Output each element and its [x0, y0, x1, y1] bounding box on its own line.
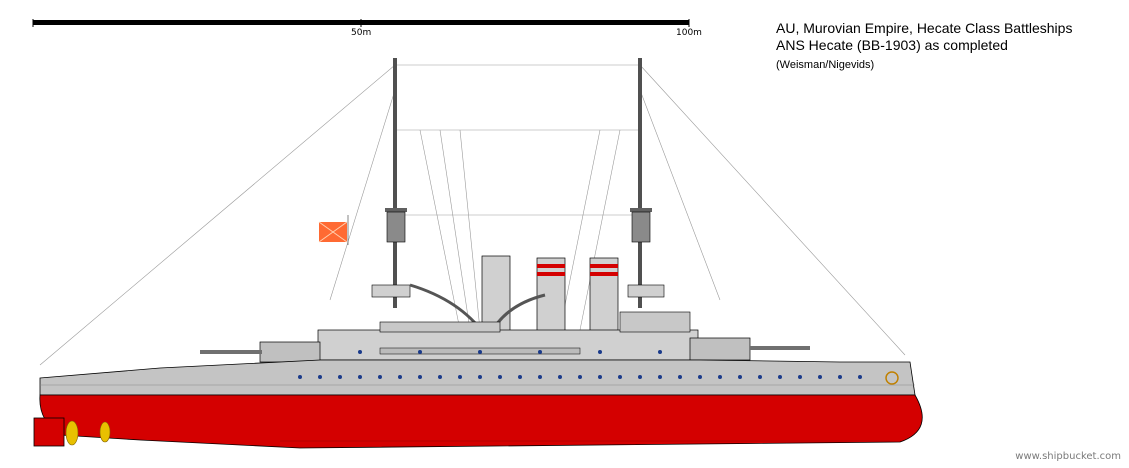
- title-line-1: AU, Murovian Empire, Hecate Class Battle…: [776, 20, 1073, 36]
- bow-ornament-icon: [885, 371, 899, 385]
- scale-bar: [32, 19, 690, 27]
- ensign-flag: [318, 215, 349, 245]
- main-mast: [627, 58, 665, 308]
- aft-turret: [689, 337, 810, 361]
- title-block: AU, Murovian Empire, Hecate Class Battle…: [776, 20, 1072, 72]
- hull-upper: [39, 359, 916, 396]
- title-line-2: ANS Hecate (BB-1903) as completed: [776, 37, 1008, 53]
- propellers: [33, 417, 111, 447]
- rigging: [39, 64, 906, 366]
- watermark: www.shipbucket.com: [1015, 451, 1121, 462]
- fore-mast: [371, 58, 411, 308]
- scale-label-100m: 100m: [676, 28, 702, 38]
- scale-label-50m: 50m: [351, 28, 372, 38]
- funnels: [481, 255, 619, 335]
- portholes: [298, 350, 862, 379]
- forward-turret: [200, 341, 321, 363]
- credit-line: (Weisman/Nigevids): [776, 59, 875, 71]
- hull-lower: [39, 394, 923, 449]
